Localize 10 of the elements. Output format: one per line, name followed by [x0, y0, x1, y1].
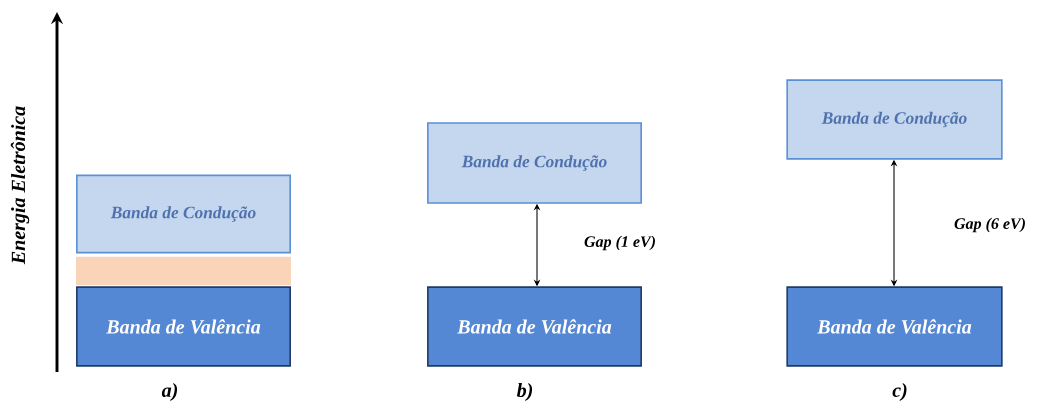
band-box: Banda de Condução — [786, 79, 1003, 160]
band-box: Banda de Condução — [427, 122, 642, 204]
gap-band — [76, 256, 291, 286]
band-box: Banda de Condução — [76, 174, 291, 254]
band-box: Banda de Valência — [427, 286, 642, 367]
axis-label: Energia Eletrônica — [10, 106, 30, 265]
band-box: Banda de Valência — [786, 286, 1003, 367]
edge-label: Gap (1 eV) — [584, 235, 655, 251]
edge-label: Gap (6 eV) — [954, 217, 1025, 233]
band-box: Banda de Valência — [76, 286, 291, 367]
